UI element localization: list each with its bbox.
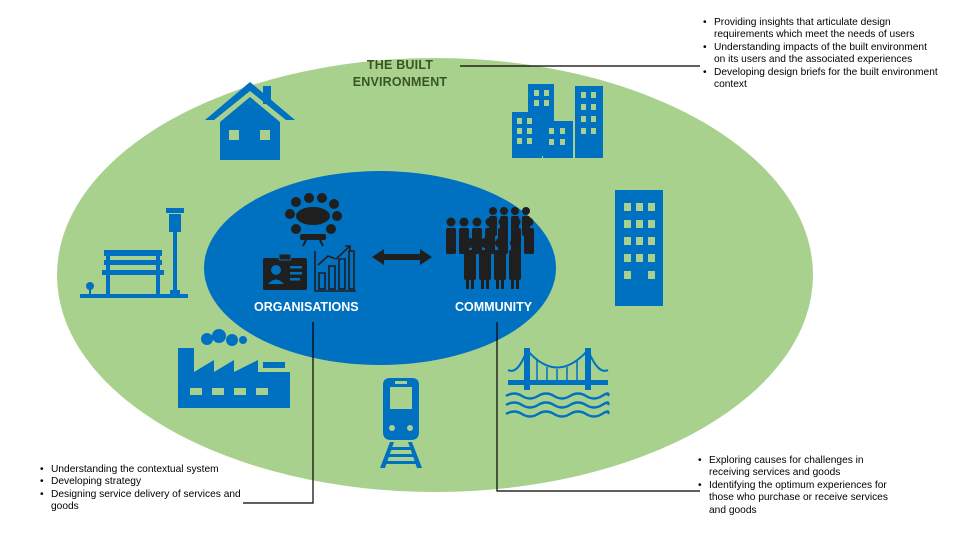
bullet-item: Providing insights that articulate desig… xyxy=(703,17,938,42)
factory-icon xyxy=(178,329,290,408)
title-line-1: THE BUILT xyxy=(366,58,434,72)
bullet-item: Exploring causes for challenges in recei… xyxy=(698,455,898,480)
bullet-item: Identifying the optimum experiences for … xyxy=(698,480,898,517)
id-card-icon xyxy=(263,253,307,290)
crowd-icon xyxy=(446,207,534,289)
meeting-table-icon xyxy=(285,193,342,247)
organisations-bullets: Understanding the contextual system Deve… xyxy=(40,464,245,514)
community-bullets: Exploring causes for challenges in recei… xyxy=(698,455,898,517)
organisations-label: ORGANISATIONS xyxy=(254,300,359,314)
house-icon xyxy=(205,82,295,160)
built-environment-title: THE BUILT ENVIRONMENT xyxy=(345,57,455,91)
train-icon xyxy=(380,378,422,468)
community-connector xyxy=(496,322,700,492)
built-environment-bullets: Providing insights that articulate desig… xyxy=(703,17,938,91)
bullet-item: Understanding impacts of the built envir… xyxy=(703,42,938,67)
office-buildings-icon xyxy=(512,84,603,158)
tower-building-icon xyxy=(615,190,663,306)
growth-chart-icon xyxy=(314,245,356,292)
bullet-item: Developing design briefs for the built e… xyxy=(703,67,938,92)
park-bench-icon xyxy=(80,208,188,298)
community-label: COMMUNITY xyxy=(455,300,533,314)
bullet-item: Designing service delivery of services a… xyxy=(40,489,245,514)
bridge-icon xyxy=(505,348,610,418)
inner-ellipse xyxy=(204,171,556,365)
title-line-2: ENVIRONMENT xyxy=(352,75,448,89)
organisations-connector xyxy=(243,322,314,504)
bullet-item: Understanding the contextual system xyxy=(40,464,245,477)
double-arrow-icon xyxy=(372,249,432,265)
bullet-item: Developing strategy xyxy=(40,476,245,489)
